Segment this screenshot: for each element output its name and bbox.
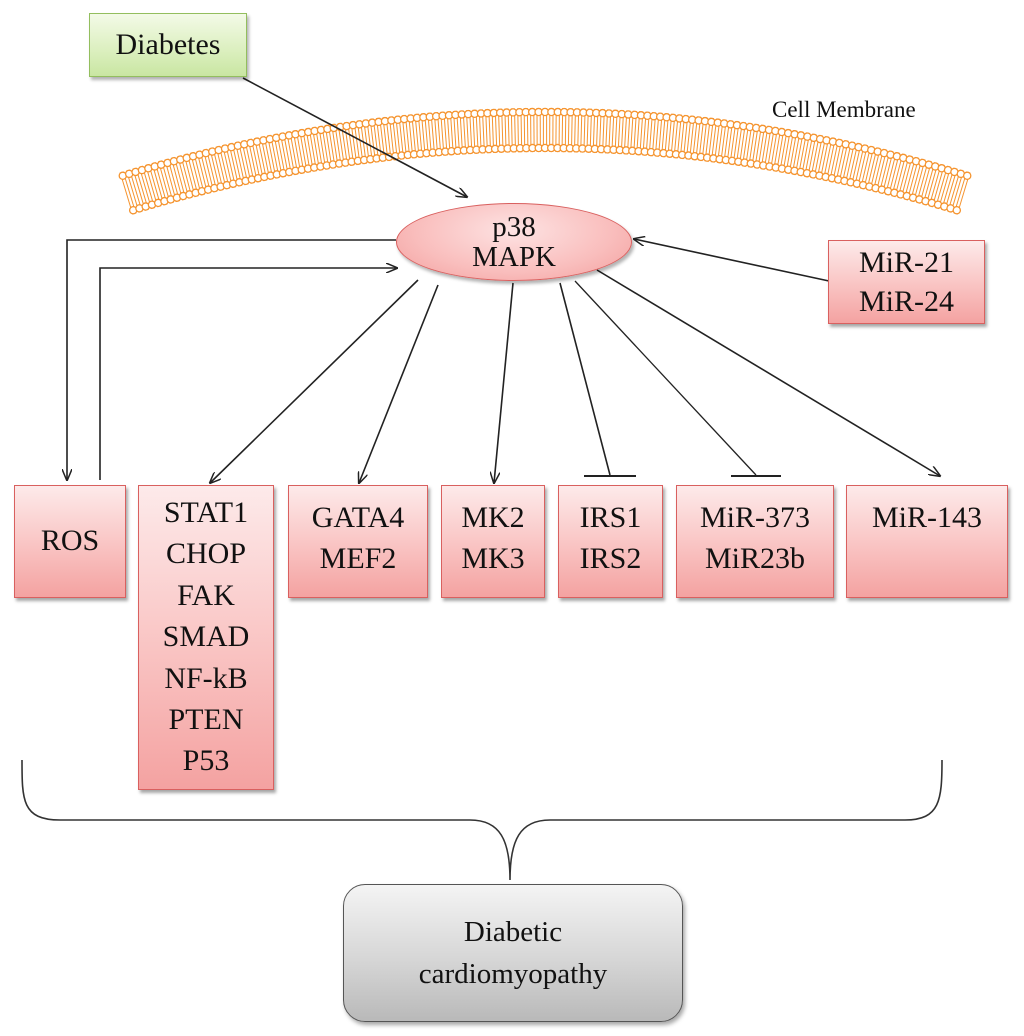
edge-ros-to-p38 <box>99 268 397 480</box>
diabetes-node: Diabetes <box>89 13 247 77</box>
p38-label-line2: MAPK <box>472 241 556 273</box>
pten-label: PTEN <box>168 702 244 736</box>
mef2-label: MEF2 <box>319 541 397 575</box>
mir24-label: MiR-24 <box>858 285 954 318</box>
smad-label: SMAD <box>162 620 250 654</box>
mir21-label: MiR-21 <box>858 246 954 279</box>
edge-mir21-to-p38 <box>634 239 830 282</box>
edge-p38-to-stat1 <box>210 279 419 483</box>
edge-p38-inhibits-mir373 <box>574 280 781 477</box>
p38-label-line1: p38 <box>492 210 536 243</box>
edge-p38-inhibits-irs <box>559 282 636 477</box>
mir143-node: MiR-143 <box>846 485 1008 598</box>
gata4-mef2-node: GATA4 MEF2 <box>288 485 428 598</box>
ros-node: ROS <box>14 485 126 598</box>
mk3-label: MK3 <box>461 541 525 575</box>
edge-p38-to-mk2 <box>494 282 514 483</box>
diabetes-label: Diabetes <box>115 28 221 61</box>
cell-membrane-label: Cell Membrane <box>772 97 916 122</box>
gata4-label: GATA4 <box>311 501 405 534</box>
p53-label: P53 <box>182 744 230 778</box>
nfkb-label: NF-kB <box>164 661 248 695</box>
membrane-lipid-head <box>952 205 962 215</box>
mir373-mir23b-node: MiR-373 MiR23b <box>676 485 834 598</box>
stat1-group-node: STAT1 CHOP FAK SMAD NF-kB PTEN P53 <box>138 485 274 790</box>
mir143-label: MiR-143 <box>871 501 982 534</box>
diabetic-cardiomyopathy-node: Diabetic cardiomyopathy <box>343 884 683 1022</box>
edge-p38-to-mir143 <box>596 269 940 476</box>
mk2-mk3-node: MK2 MK3 <box>441 485 545 598</box>
irs1-label: IRS1 <box>579 501 642 534</box>
irs2-label: IRS2 <box>579 541 642 575</box>
ros-label: ROS <box>40 524 100 558</box>
grouping-brace <box>21 759 943 881</box>
fak-label: FAK <box>177 578 235 612</box>
edge-p38-to-ros <box>67 239 396 480</box>
p38-mapk-node: p38 MAPK <box>396 203 632 281</box>
edge-diabetes-to-p38 <box>242 77 467 197</box>
outcome-label-line1: Diabetic <box>463 915 563 948</box>
mir373-label: MiR-373 <box>699 501 810 534</box>
outcome-label-line2: cardiomyopathy <box>418 958 608 990</box>
irs1-irs2-node: IRS1 IRS2 <box>558 485 663 598</box>
cell-membrane-bilayer <box>118 107 972 215</box>
mir23b-label: MiR23b <box>704 541 806 575</box>
chop-label: CHOP <box>165 537 247 571</box>
membrane-lipid-head <box>962 171 972 181</box>
stat1-label: STAT1 <box>163 496 249 529</box>
mir21-mir24-node: MiR-21 MiR-24 <box>828 240 985 324</box>
edge-p38-to-gata4 <box>359 284 439 483</box>
mk2-label: MK2 <box>461 501 525 534</box>
